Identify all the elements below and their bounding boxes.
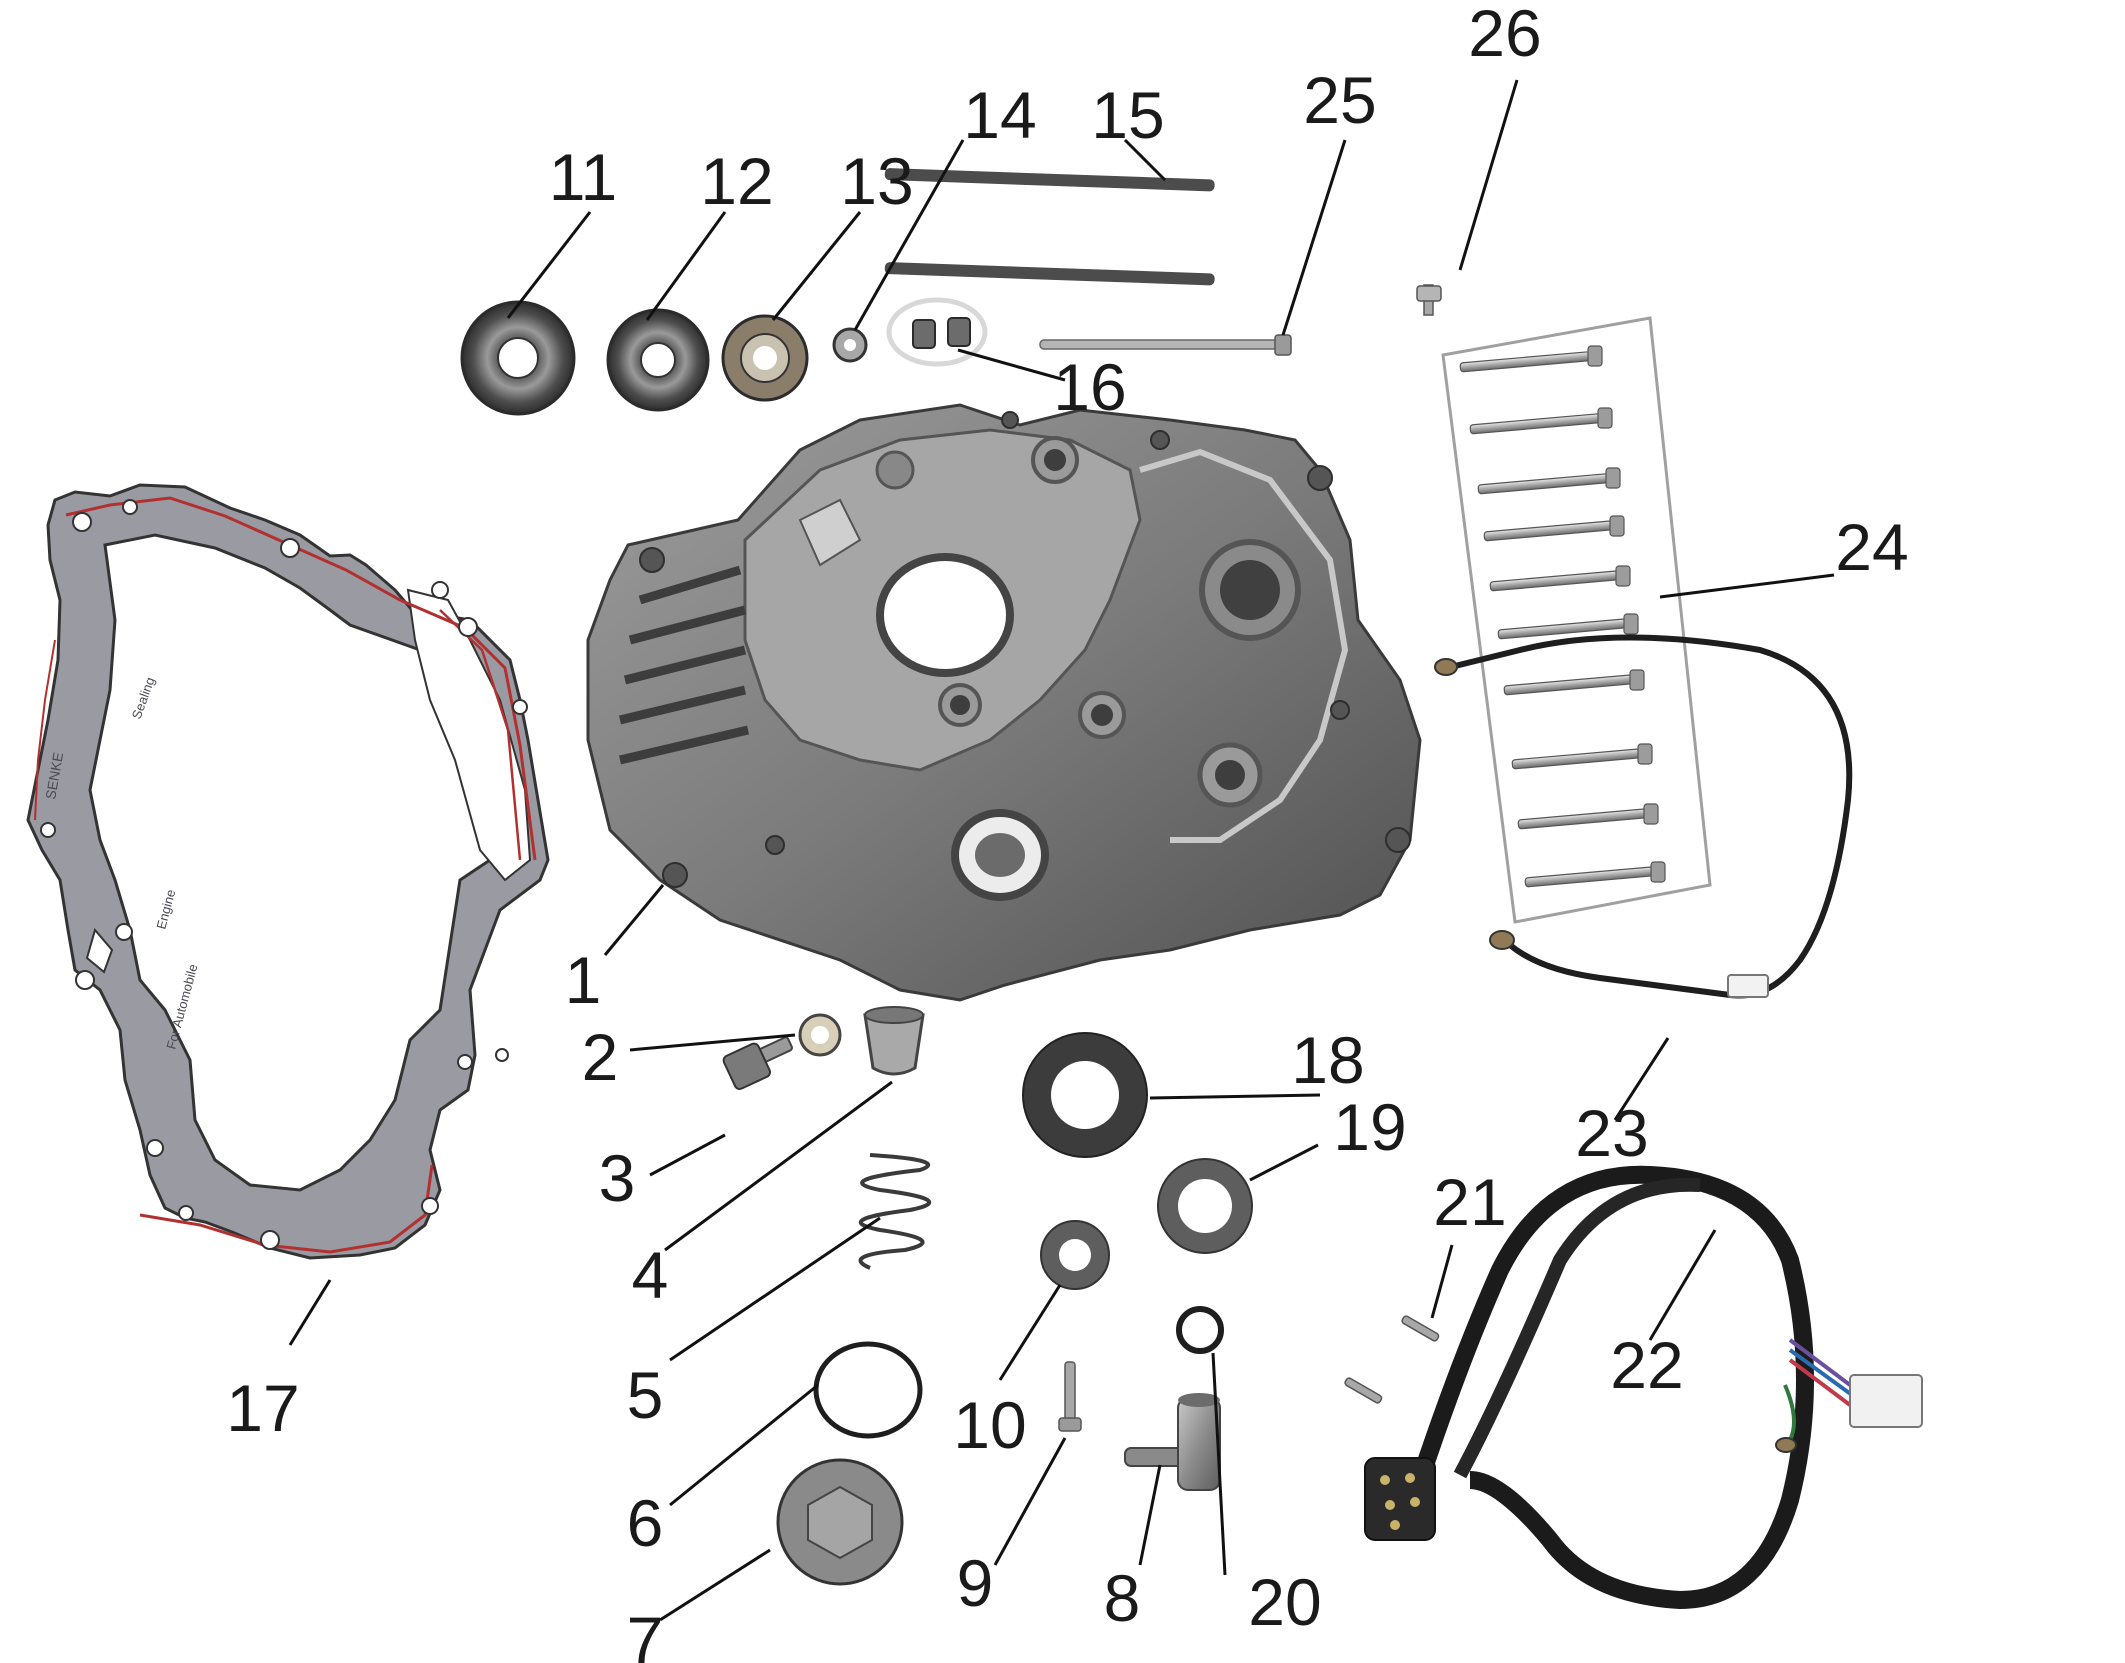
washer-2 (798, 1013, 842, 1057)
callout-24: 24 (1835, 510, 1909, 584)
oil-seal-13 (721, 314, 809, 402)
callout-7: 7 (626, 1603, 664, 1663)
callout-12: 12 (700, 144, 774, 218)
bolt-25 (1039, 334, 1292, 356)
callout-8: 8 (1103, 1561, 1141, 1635)
drain-cap-7 (776, 1458, 904, 1586)
seal-ring-19 (1157, 1158, 1253, 1254)
callout-26: 26 (1468, 0, 1542, 70)
stud-bolts-15 (884, 168, 1215, 286)
callout-1: 1 (564, 943, 602, 1017)
callout-16: 16 (1053, 350, 1127, 424)
sensor-8 (1124, 1393, 1221, 1491)
dowel-pins-16 (886, 297, 988, 367)
wire-harness-22 (1364, 1165, 1923, 1610)
washer-10 (1040, 1220, 1110, 1290)
callout-11: 11 (548, 140, 618, 214)
callout-19: 19 (1333, 1090, 1407, 1164)
callout-9: 9 (956, 1546, 994, 1620)
screws-21 (1344, 1315, 1440, 1404)
callout-25: 25 (1303, 63, 1377, 137)
leader-lines (288, 79, 1835, 1622)
seal-ring-18 (1022, 1032, 1148, 1158)
spring-5 (858, 1153, 932, 1270)
crankcase (586, 403, 1422, 1002)
callout-10: 10 (953, 1388, 1027, 1462)
washer-14 (832, 327, 868, 363)
screw-9 (1058, 1361, 1082, 1432)
callout-3: 3 (598, 1141, 636, 1215)
bolt-set-24 (1441, 316, 1712, 924)
o-ring-20 (1176, 1306, 1224, 1354)
bearing-12 (606, 308, 710, 412)
callout-14: 14 (963, 78, 1037, 152)
callout-15: 15 (1091, 78, 1165, 152)
ground-wire-23 (1434, 634, 1853, 999)
callout-18: 18 (1291, 1023, 1365, 1097)
callout-20: 20 (1248, 1565, 1322, 1639)
callout-23: 23 (1575, 1096, 1649, 1170)
callout-6: 6 (626, 1486, 664, 1560)
callout-22: 22 (1610, 1328, 1684, 1402)
strainer-4 (863, 1006, 925, 1076)
callout-5: 5 (626, 1358, 664, 1432)
bolt-26 (1416, 284, 1442, 316)
callout-13: 13 (840, 144, 914, 218)
callout-4: 4 (631, 1238, 669, 1312)
bearing-11 (460, 300, 576, 416)
callout-17: 17 (226, 1371, 300, 1445)
o-ring-6 (813, 1341, 923, 1439)
callout-2: 2 (581, 1020, 619, 1094)
gasket: Sealing For Automobile Engine SENKE (26, 483, 550, 1260)
drain-bolt-3 (722, 1036, 793, 1090)
callout-21: 21 (1433, 1165, 1507, 1239)
